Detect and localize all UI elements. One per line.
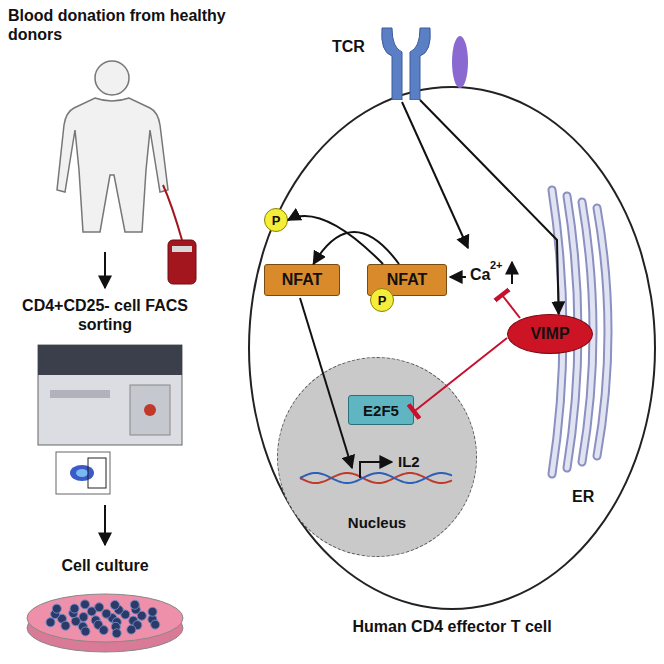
molecule-label: Ca [470,265,490,284]
facs-machine [38,345,182,494]
donor-figure [57,61,196,284]
tcr-receptor [330,22,450,100]
nucleus-region: Nucleus E2F5 [277,357,477,557]
node-label: Human CD4 effector T cell [250,618,654,636]
node-label: NFAT [282,272,323,288]
culture-dish [27,594,183,652]
node-label: P [272,214,281,227]
inhibition-line [502,295,520,318]
step-label: Cell culture [30,556,180,575]
protein-box: NFAT [264,264,340,296]
signal-arrow [402,102,468,248]
phosphate-circle: P [264,208,288,232]
node-label: NFAT [387,272,428,288]
coreceptor [452,36,468,88]
signal-arrow [288,216,383,264]
molecule-label: IL2 [398,453,420,471]
step-arrow [104,505,106,545]
signal-arrow [300,298,352,468]
protein-box: E2F5 [348,395,414,425]
phosphate-circle: P [370,288,394,312]
node-label: E2F5 [363,403,399,418]
signal-arrow [420,100,559,314]
node-label: Nucleus [278,514,476,531]
inhibition-line [414,338,507,412]
tcr-receptor: TCR [330,22,450,100]
molecule-label: 2+ [490,259,503,272]
protein-ellipse: VIMP [507,314,593,354]
signal-arrow [450,276,466,278]
cell-outline: Human CD4 effector T cellPNFATNFATPVIMPN… [248,86,656,610]
dna-helix [300,473,452,483]
node-label: TCR [332,38,365,56]
step-arrow [104,252,106,288]
node-label: VIMP [530,326,569,342]
promoter-arrow [360,462,392,478]
signal-arrow [313,232,399,264]
increase-arrow [511,262,513,284]
node-label: P [378,294,387,307]
step-label: CD4+CD25- cell FACS sorting [5,296,205,334]
step-label: Blood donation from healthy donors [8,6,244,44]
node-label: ER [572,488,594,506]
